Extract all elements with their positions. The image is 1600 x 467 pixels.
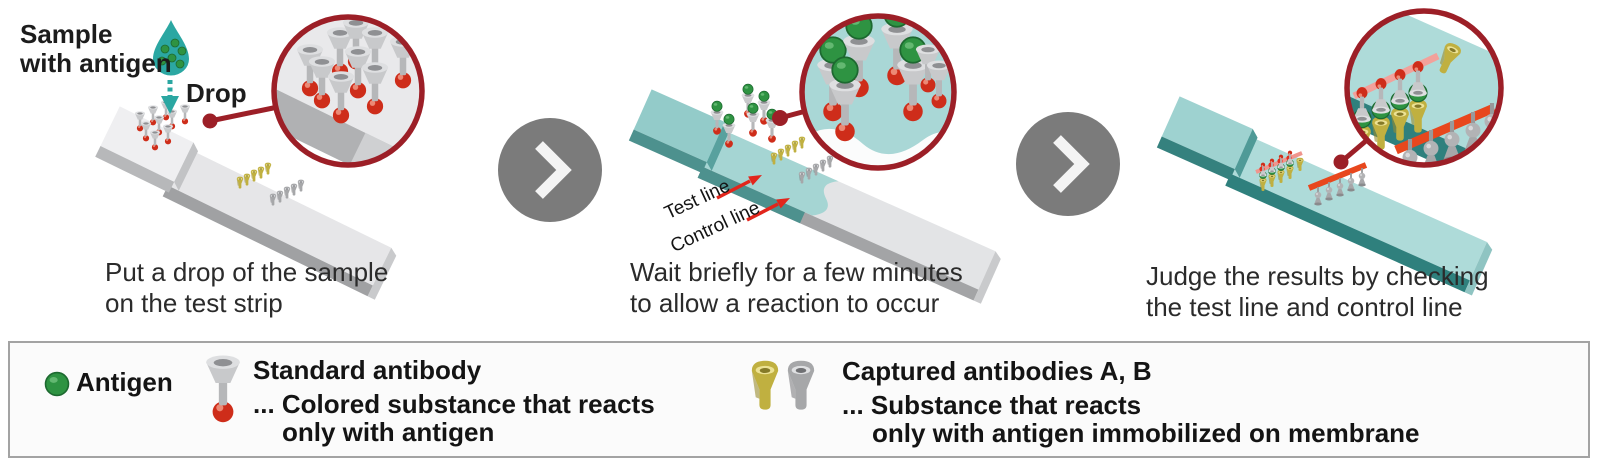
- step2-caption-line1: Wait briefly for a few minutes: [630, 257, 963, 287]
- test-line-arrow: [716, 175, 762, 200]
- step2-caption-line2: to allow a reaction to occur: [630, 288, 940, 318]
- captured-antibodies-desc-line2: only with antigen immobilized on membran…: [872, 418, 1420, 448]
- captured-antibodies-desc-line1: ... Substance that reacts: [842, 390, 1142, 420]
- step3-illustration: [1156, 8, 1504, 296]
- test-line-result: [1255, 151, 1304, 191]
- chevron-right-icon: [1016, 112, 1120, 216]
- standard-antibody-title: Standard antibody: [253, 355, 482, 385]
- captured-antibodies-icon: [751, 360, 815, 410]
- standard-antibody-desc-line1: ... Colored substance that reacts: [253, 389, 655, 419]
- step3-caption: Judge the results by checking the test l…: [1146, 261, 1489, 323]
- legend-box: Antigen Standard antibody ... Colored su…: [8, 341, 1590, 458]
- sample-label-line2: with antigen: [20, 48, 172, 78]
- standard-antibody-icon: [206, 355, 240, 423]
- control-line-arrow: [746, 198, 790, 222]
- drop-label: Drop: [186, 78, 247, 108]
- control-line-result: [1307, 162, 1368, 206]
- step3-caption-line1: Judge the results by checking: [1146, 261, 1489, 291]
- chevron-right-icon: [498, 118, 602, 222]
- antigen-icon: [44, 371, 70, 397]
- magnifier-callout-2: [772, 13, 957, 171]
- step1-caption-line1: Put a drop of the sample: [105, 257, 389, 287]
- step1-caption-line2: on the test strip: [105, 288, 283, 318]
- step1-caption: Put a drop of the sample on the test str…: [105, 257, 388, 319]
- captured-antibodies-title: Captured antibodies A, B: [842, 356, 1152, 386]
- step1-illustration: [95, 14, 425, 300]
- sample-droplet-icon: [153, 20, 189, 76]
- sample-with-antigen-label: Sample with antigen: [20, 20, 172, 78]
- standard-antibody-desc-line2: only with antigen: [282, 417, 495, 447]
- drop-arrow-icon: [161, 80, 179, 114]
- magnifier-callout-3: [1333, 8, 1504, 170]
- sample-label-line1: Sample: [20, 19, 113, 49]
- step2-illustration: [628, 13, 1001, 304]
- test-strip-reacting: [628, 89, 1001, 304]
- step3-caption-line2: the test line and control line: [1146, 292, 1463, 322]
- test-strip-result: [1156, 96, 1493, 296]
- antigen-label: Antigen: [76, 367, 173, 397]
- step2-caption: Wait briefly for a few minutes to allow …: [630, 257, 963, 319]
- test-strip-dry: [95, 106, 397, 300]
